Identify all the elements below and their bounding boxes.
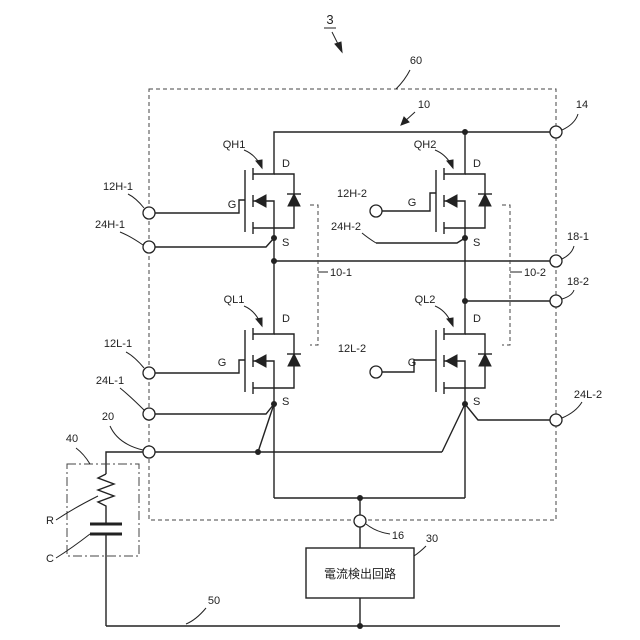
current-detector-label: 電流検出回路	[324, 566, 396, 581]
ac-terminal-1-ref: 18-1	[567, 231, 589, 243]
terminal-24h-1[interactable]	[143, 241, 155, 253]
snubber-leader	[76, 448, 90, 464]
transistor-ql2	[436, 323, 492, 398]
qh2-gate-label: G	[408, 197, 417, 209]
terminal-12h-1-leader	[128, 194, 144, 208]
ac-terminal-1-leader	[562, 246, 574, 259]
terminal-12h-2-label: 12H-2	[337, 188, 367, 200]
transistor-ql1	[245, 323, 301, 398]
leg2-ref: 10-2	[524, 267, 546, 279]
neg-terminal-ref: 20	[102, 411, 114, 423]
qh1-source-wire	[155, 238, 274, 247]
terminal-12h-1[interactable]	[143, 207, 155, 219]
terminal-24h-2-leader	[362, 233, 376, 243]
ql1-gate-wire	[155, 360, 245, 373]
qh2-source-label: S	[473, 237, 480, 249]
ground-line-ref: 50	[208, 595, 220, 607]
terminal-18-2[interactable]	[550, 295, 562, 307]
terminal-12l-1-leader	[126, 352, 144, 368]
terminal-24l-1-label: 24L-1	[96, 375, 124, 387]
qh2-arrowhead	[447, 160, 453, 168]
ql1-source-label: S	[282, 396, 289, 408]
ql1-source-terminal-wire	[155, 404, 274, 414]
module-ref: 60	[410, 55, 422, 67]
terminal-24l-2[interactable]	[550, 414, 562, 426]
neg-terminal-leader	[110, 426, 143, 450]
capacitor-label: C	[46, 553, 54, 565]
ql1-drain-label: D	[282, 313, 290, 325]
ql2-label: QL2	[415, 294, 436, 306]
pos-terminal-leader	[562, 114, 578, 130]
transistor-qh1	[245, 163, 301, 238]
transistor-qh2	[436, 163, 492, 238]
terminal-12l-1-label: 12L-1	[104, 338, 132, 350]
out-terminal-ref: 16	[392, 530, 404, 542]
module-outline	[149, 89, 556, 520]
terminal-24l-2-leader	[562, 402, 582, 418]
qh2-drain-label: D	[473, 158, 481, 170]
pos-terminal-ref: 14	[576, 99, 588, 111]
leg1-bracket	[310, 205, 318, 345]
ql2-source-label: S	[473, 396, 480, 408]
figure-number: 3	[326, 12, 333, 27]
out-terminal-leader	[366, 524, 390, 534]
resistor-r	[98, 474, 114, 524]
terminal-24l-2-label: 24L-2	[574, 389, 602, 401]
qh2-source-wire	[376, 238, 465, 243]
qh1-drain-label: D	[282, 158, 290, 170]
terminal-24h-2-label: 24H-2	[331, 221, 361, 233]
leg1-ref: 10-1	[330, 267, 352, 279]
terminal-12h-2[interactable]	[370, 205, 382, 217]
terminal-16[interactable]	[354, 515, 366, 527]
terminal-12h-1-label: 12H-1	[103, 181, 133, 193]
resistor-label: R	[46, 515, 54, 527]
terminal-12l-1[interactable]	[143, 367, 155, 379]
snubber-top-wire	[106, 452, 143, 474]
ql1-arrowhead	[256, 318, 262, 326]
leg2-bracket	[502, 205, 510, 345]
snubber-ref: 40	[66, 433, 78, 445]
ground-line-leader	[186, 608, 206, 624]
ql2-drain-label: D	[473, 313, 481, 325]
terminal-12l-2[interactable]	[370, 366, 382, 378]
figure-arrowhead	[335, 42, 342, 52]
capacitor-leader	[56, 534, 90, 558]
resistor-leader	[56, 496, 98, 520]
current-detector-leader	[414, 546, 426, 556]
junction-ground	[357, 623, 363, 629]
ql2-gate-label: G	[408, 357, 417, 369]
qh1-gate-label: G	[228, 199, 237, 211]
qh1-source-label: S	[282, 237, 289, 249]
terminal-24l-1-leader	[120, 388, 144, 410]
module-leader	[396, 70, 410, 89]
ql2-arrowhead	[447, 318, 453, 326]
current-detector-ref: 30	[426, 533, 438, 545]
qh1-arrowhead	[256, 160, 262, 168]
qh2-label: QH2	[414, 139, 437, 151]
terminal-24l-1[interactable]	[143, 408, 155, 420]
ac-terminal-2-leader	[562, 290, 574, 299]
terminal-14[interactable]	[550, 126, 562, 138]
bridge-ref: 10	[418, 99, 430, 111]
qh1-label: QH1	[223, 139, 246, 151]
ql1-gate-label: G	[218, 357, 227, 369]
terminal-20[interactable]	[143, 446, 155, 458]
terminal-24h-1-leader	[120, 232, 143, 245]
terminal-18-1[interactable]	[550, 255, 562, 267]
ac-terminal-2-ref: 18-2	[567, 276, 589, 288]
terminal-12l-2-label: 12L-2	[338, 343, 366, 355]
snubber-outline	[67, 464, 139, 556]
terminal-24h-1-label: 24H-1	[95, 219, 125, 231]
neg-diag-2	[442, 404, 465, 452]
ql1-label: QL1	[224, 294, 245, 306]
neg-diag-1	[258, 404, 274, 452]
